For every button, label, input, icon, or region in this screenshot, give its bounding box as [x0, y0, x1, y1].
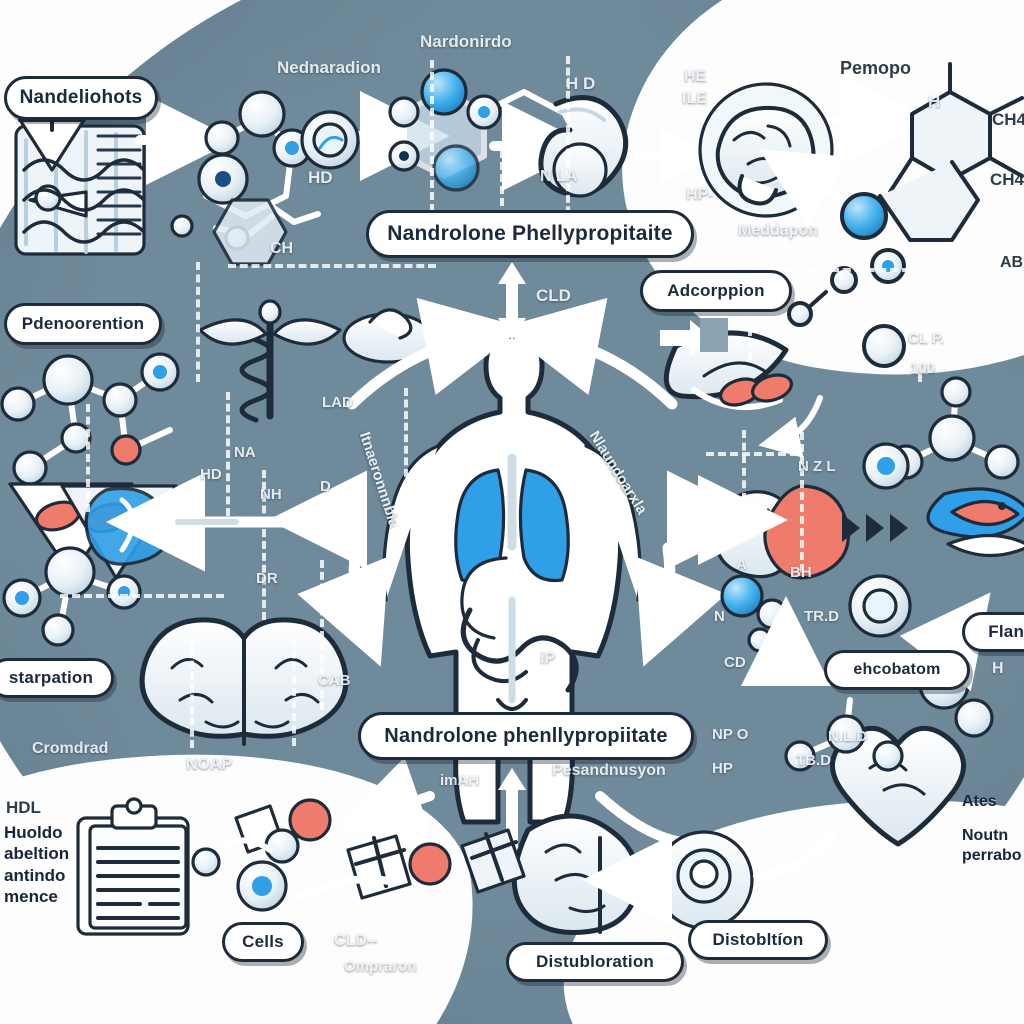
dashed-connector	[430, 60, 434, 212]
edge-note-line: Noutn	[962, 827, 1009, 844]
chem-label-he: HE	[684, 68, 707, 85]
chem-label-h-d: H D	[566, 74, 596, 93]
dashed-connector	[742, 430, 746, 526]
chem-label-n-la: N LA	[540, 168, 578, 185]
dashed-connector	[292, 638, 296, 746]
pill-absorption-left[interactable]: starpation	[0, 658, 114, 698]
chem-label-nh: NH	[260, 486, 282, 503]
notes-line: abeltion	[4, 844, 70, 864]
label-persandnunsyon: Pesandnusyon	[552, 762, 666, 779]
dashed-connector	[262, 470, 266, 620]
dashed-connector	[228, 264, 436, 268]
pill-distribution-mid[interactable]: Distubloration	[506, 942, 684, 982]
edge-note-line: perrabo	[962, 847, 1022, 864]
chem-label-ch4-b: CH4	[990, 170, 1024, 189]
chem-label-n-z-l: N Z L	[798, 458, 836, 475]
dashed-connector	[706, 452, 798, 456]
dashed-connector	[320, 560, 324, 710]
chem-label-d-small: D	[320, 478, 331, 495]
dashed-connector	[404, 388, 408, 500]
pill-center-top[interactable]: Nandrolone Phellypropitaite	[366, 210, 694, 258]
chem-label-hp-right: HP	[712, 760, 733, 777]
notes-line: mence	[4, 886, 58, 906]
chem-label-bh: BH	[790, 564, 812, 581]
chem-label-na: NA	[234, 444, 256, 461]
dashed-connector	[60, 594, 224, 598]
pill-cells[interactable]: Cells	[222, 922, 304, 962]
label-imah: imAH	[440, 772, 480, 789]
label-cld-bottom: CLD--	[334, 932, 378, 949]
chem-label-n-right: N	[714, 608, 725, 625]
pill-center-bottom[interactable]: Nandrolone phenllypropiitate	[358, 712, 694, 760]
chem-label-hd-top: HD	[308, 168, 333, 187]
dashed-connector	[190, 638, 194, 748]
label-metabolism-top: Nednaradion	[277, 58, 381, 77]
chem-label-ile: ILE	[682, 90, 707, 107]
label-noap: NOAP	[186, 756, 233, 773]
label-nandronirdo: Nardonirdo	[420, 32, 512, 51]
notes-block: Huoldo abeltion antindo mence	[4, 822, 69, 907]
dashed-connector	[760, 268, 910, 272]
pill-nandeliohots[interactable]: Nandeliohots	[4, 76, 158, 120]
chem-label-dr: DR	[256, 570, 278, 587]
chem-label-hdl: HDL	[6, 798, 41, 817]
chem-label-100: 100	[910, 360, 936, 377]
chem-label-cl-p: CL P.	[908, 330, 945, 347]
chem-label-tr-d: TR.D	[804, 608, 839, 625]
pill-elaboration-right[interactable]: ehcobatom	[824, 650, 970, 690]
chem-label-hp-dash: HP-	[686, 186, 714, 203]
chem-label-ab-right: AB	[1000, 254, 1024, 271]
edge-note-line: Ates	[962, 793, 997, 810]
pill-penetration[interactable]: Pdenoorention	[4, 303, 162, 345]
label-ompraron: Ompraron	[344, 958, 417, 975]
dashed-connector	[748, 268, 752, 360]
chem-label-cd: CD	[724, 654, 746, 671]
chem-label-ch-top: CH	[270, 240, 294, 257]
chem-label-n-lad: N.L.D	[828, 728, 868, 745]
label-pemopo: Pemopo	[840, 58, 912, 78]
chem-label-tb-d: TB.D	[796, 752, 831, 769]
label-cromdrad: Cromdrad	[32, 740, 109, 757]
notes-line: Huoldo	[4, 823, 63, 842]
chem-label-a-small: A	[736, 556, 747, 573]
chem-label-hd-left: HD	[200, 466, 222, 483]
pill-distribution-right[interactable]: Distobltíon	[688, 920, 828, 960]
dashed-connector	[566, 56, 570, 226]
dashed-connector	[226, 392, 230, 516]
dashed-connector	[800, 432, 804, 572]
dashed-connector	[196, 262, 200, 382]
label-cab: CAB	[318, 672, 351, 689]
chem-label-np-o: NP O	[712, 726, 749, 743]
notes-line: antindo	[4, 865, 66, 885]
label-cld-center: CLD	[536, 286, 571, 305]
dashed-connector	[500, 150, 504, 218]
chem-label-ch4-a: CH4	[992, 110, 1024, 129]
chem-label-fish-h: H	[992, 660, 1004, 677]
dashed-connector	[86, 404, 90, 512]
pill-adsorption[interactable]: Adcorppion	[640, 270, 792, 312]
chem-label-lad: LAD	[322, 394, 353, 411]
dashed-connector	[918, 262, 922, 382]
chem-label-h-right: H	[928, 92, 941, 111]
label-meddapon: Meddapon	[738, 222, 818, 239]
pill-flana-right[interactable]: Flana	[962, 612, 1024, 652]
edge-notes-block: Ates Noutn perrabo	[962, 792, 1022, 866]
chem-label-ip-body: iP	[540, 650, 556, 667]
